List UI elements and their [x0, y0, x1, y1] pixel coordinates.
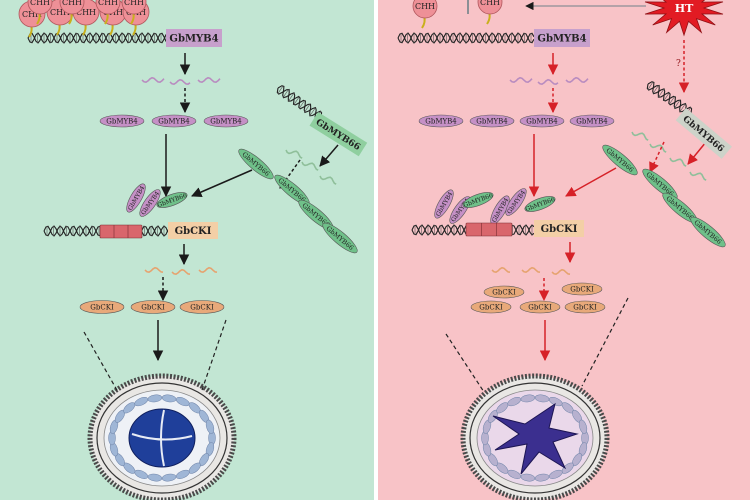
mrna-wave-icon — [491, 266, 511, 274]
protein-ellipse-icon: GbCKI — [483, 285, 525, 299]
svg-text:GbCKI: GbCKI — [141, 303, 165, 311]
svg-text:GbCKI: GbCKI — [175, 226, 212, 237]
mrna-wave-icon — [319, 175, 337, 185]
zoom-guide-line — [201, 319, 227, 391]
protein-ellipse-icon: GbCKI — [79, 300, 125, 314]
gene-label-box: GbMYB4 — [534, 29, 590, 47]
pollen-grain-icon — [87, 373, 237, 503]
methylation-bead: CHH — [121, 0, 147, 25]
svg-text:GbCKI: GbCKI — [492, 288, 516, 296]
gene-label-box: GbCKI — [534, 220, 584, 237]
svg-text:GbMYB4: GbMYB4 — [537, 34, 586, 45]
methylation-bead: CHH — [27, 0, 53, 25]
zoom-guide-line — [581, 297, 629, 387]
mrna-wave-icon — [141, 76, 165, 84]
extras: HT? — [83, 0, 724, 393]
protein-ellipse-icon: GbMYB4 — [418, 114, 464, 128]
svg-text:GbCKI: GbCKI — [528, 303, 552, 311]
protein-ellipse-icon: GbMYB4 — [469, 114, 515, 128]
heat-star-icon: HT — [644, 0, 724, 37]
double-helix-icon — [397, 32, 535, 44]
protein-ellipse-icon: GbMYB4 — [203, 114, 249, 128]
mrna-wave-icon — [631, 131, 649, 141]
svg-text:GbMYB4: GbMYB4 — [106, 117, 138, 125]
zoom-guide-line — [83, 331, 119, 393]
mrna-wave-icon — [198, 266, 218, 274]
svg-text:CHH: CHH — [76, 8, 96, 17]
promoter-region — [465, 222, 513, 237]
svg-text:GbCKI: GbCKI — [479, 303, 503, 311]
protein-ellipse-icon: GbCKI — [561, 282, 603, 296]
svg-text:GbCKI: GbCKI — [190, 303, 214, 311]
svg-text:CHH: CHH — [62, 0, 82, 7]
protein-ellipse-icon: GbMYB4 — [151, 114, 197, 128]
mrna-transcripts — [141, 76, 707, 276]
svg-text:CHH: CHH — [480, 0, 500, 7]
mrna-wave-icon — [689, 171, 707, 181]
double-helix-icon — [27, 32, 169, 44]
zoom-guide-line — [445, 333, 485, 393]
mrna-wave-icon — [521, 266, 541, 274]
arrow — [687, 141, 707, 165]
panel-divider — [374, 0, 378, 500]
svg-text:GbMYB4: GbMYB4 — [425, 117, 457, 125]
protein-ellipse-icon: GbCKI — [519, 300, 561, 314]
mrna-wave-icon — [171, 268, 191, 276]
arrow — [191, 169, 253, 198]
mrna-wave-icon — [565, 76, 589, 84]
methylation-bead: CHH — [95, 0, 121, 25]
svg-text:GbCKI: GbCKI — [573, 303, 597, 311]
mrna-wave-icon — [144, 266, 164, 274]
svg-text:GbMYB4: GbMYB4 — [526, 117, 558, 125]
svg-text:CHH: CHH — [98, 0, 118, 7]
svg-text:GbCKI: GbCKI — [541, 224, 578, 235]
dna-strands — [27, 32, 693, 237]
mrna-wave-icon — [551, 268, 571, 276]
protein-ellipse-icon: GbCKI — [130, 300, 176, 314]
mrna-wave-icon — [669, 157, 687, 167]
mrna-wave-icon — [509, 76, 533, 84]
mrna-wave-icon — [301, 161, 319, 171]
gene-label-box: GbMYB4 — [166, 29, 222, 47]
svg-text:GbMYB4: GbMYB4 — [158, 117, 190, 125]
arrow — [565, 167, 617, 197]
svg-text:GbMYB4: GbMYB4 — [476, 117, 508, 125]
svg-text:GbMYB4: GbMYB4 — [576, 117, 608, 125]
svg-text:HT: HT — [675, 2, 694, 15]
svg-text:CHH: CHH — [415, 2, 435, 11]
protein-ellipse-icon: GbCKI — [470, 300, 512, 314]
dashed-arrow — [649, 141, 665, 173]
methylation-bead: CHH — [412, 0, 438, 29]
unknown-mark: ? — [676, 59, 681, 69]
mrna-wave-icon — [285, 149, 303, 159]
svg-text:CHH: CHH — [30, 0, 50, 7]
protein-ellipse-icon: GbCKI — [564, 300, 606, 314]
methylation-bead: CHH — [59, 0, 85, 25]
mrna-wave-icon — [649, 143, 667, 153]
protein-ellipse-icon: GbMYB4 — [569, 114, 615, 128]
protein-ellipse-icon: GbMYB4 — [519, 114, 565, 128]
mrna-wave-icon — [169, 78, 191, 86]
protein-ellipse-icon: GbCKI — [179, 300, 225, 314]
methylation-bead: CHH — [477, 0, 503, 25]
protein-ellipse-icon: GbMYB4 — [99, 114, 145, 128]
mrna-wave-icon — [537, 78, 559, 86]
gene-label-box: GbCKI — [168, 222, 218, 239]
mrna-wave-icon — [197, 76, 221, 84]
promoter-region — [99, 224, 143, 239]
svg-text:GbCKI: GbCKI — [90, 303, 114, 311]
pollen-grain-icon — [460, 373, 610, 503]
svg-text:CHH: CHH — [124, 0, 144, 7]
double-helix-icon — [276, 85, 323, 121]
svg-text:CHH: CHH — [50, 8, 70, 17]
svg-text:GbMYB4: GbMYB4 — [169, 34, 218, 45]
arrow — [319, 144, 339, 167]
svg-text:GbCKI: GbCKI — [570, 285, 594, 293]
arrows — [152, 1, 707, 362]
svg-text:GbMYB4: GbMYB4 — [210, 117, 242, 125]
svg-text:CHH: CHH — [22, 10, 42, 19]
